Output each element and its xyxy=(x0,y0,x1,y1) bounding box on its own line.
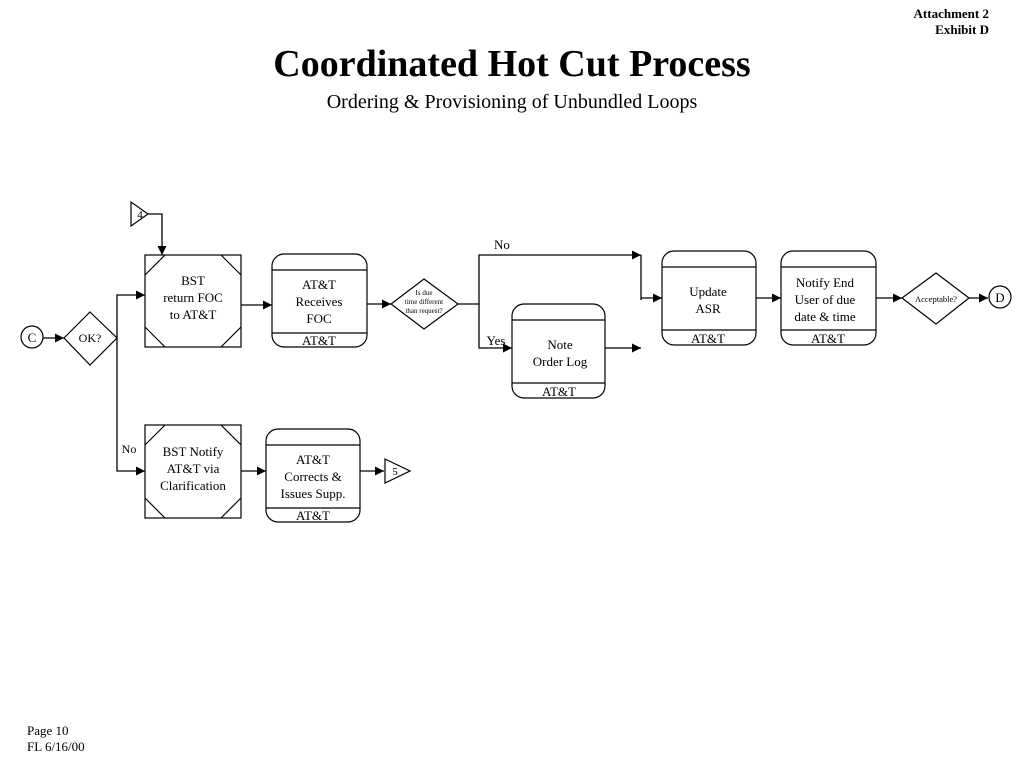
edge-no-path xyxy=(478,250,641,304)
bst-notify-line-3: Clarification xyxy=(160,478,226,493)
decision-due-line-1: Is due xyxy=(416,289,433,297)
offpage-connector-5: 5 xyxy=(384,458,412,484)
att-corrects-owner: AT&T xyxy=(296,508,330,523)
connector-d: D xyxy=(988,285,1012,309)
att-corrects-line-1: AT&T xyxy=(296,452,330,467)
att-receives-line-1: AT&T xyxy=(302,277,336,292)
update-asr-owner: AT&T xyxy=(691,331,725,346)
edge-4-to-bst xyxy=(148,213,167,255)
att-receives-owner: AT&T xyxy=(302,333,336,348)
decision-due-line-2: time different xyxy=(405,298,443,306)
edge-ok-branch xyxy=(116,290,145,338)
exhibit-label: Exhibit D xyxy=(935,22,989,37)
attachment-label: Attachment 2 Exhibit D xyxy=(914,6,989,38)
notify-end-line-3: date & time xyxy=(794,309,856,324)
edge-yes-path xyxy=(478,304,512,353)
footer-page-number: Page 10 xyxy=(27,723,69,738)
edge-ok-no-branch xyxy=(116,338,145,476)
att-receives-line-2: Receives xyxy=(296,294,343,309)
page-title: Coordinated Hot Cut Process xyxy=(273,43,751,85)
box-att-corrects: AT&T Corrects & Issues Supp. AT&T xyxy=(265,428,361,523)
bst-return-line-2: return FOC xyxy=(163,290,223,305)
offpage-connector-4: 4 xyxy=(130,200,150,228)
bst-return-line-1: BST xyxy=(181,273,205,288)
decision-acceptable: Acceptable? xyxy=(900,272,970,325)
bst-notify-line-1: BST Notify xyxy=(163,444,224,459)
box-notify-end-user: Notify End User of due date & time AT&T xyxy=(780,250,877,346)
label-no-left: No xyxy=(122,442,137,456)
note-order-line-2: Order Log xyxy=(533,354,588,369)
offpage-connector-5-label: 5 xyxy=(392,466,398,478)
att-corrects-line-2: Corrects & xyxy=(284,469,341,484)
page-footer: Page 10 FL 6/16/00 xyxy=(27,723,85,755)
page-subtitle: Ordering & Provisioning of Unbundled Loo… xyxy=(326,91,698,113)
notify-end-owner: AT&T xyxy=(811,331,845,346)
box-att-receives-foc: AT&T Receives FOC AT&T xyxy=(271,253,368,348)
box-bst-return-foc: BST return FOC to AT&T xyxy=(144,254,242,348)
notify-end-line-1: Notify End xyxy=(796,275,855,290)
note-order-owner: AT&T xyxy=(542,384,576,399)
bst-notify-line-2: AT&T via xyxy=(167,461,220,476)
label-yes: Yes xyxy=(487,333,506,348)
notify-end-line-2: User of due xyxy=(795,292,856,307)
box-update-asr: Update ASR AT&T xyxy=(661,250,757,346)
decision-acceptable-label: Acceptable? xyxy=(915,294,957,304)
connector-d-label: D xyxy=(995,290,1004,305)
att-receives-line-3: FOC xyxy=(306,311,331,326)
box-bst-notify: BST Notify AT&T via Clarification xyxy=(144,424,242,519)
connector-c-label: C xyxy=(28,330,37,345)
decision-due-time: Is due time different than request? xyxy=(390,278,460,330)
update-asr-line-2: ASR xyxy=(695,301,721,316)
bst-return-line-3: to AT&T xyxy=(170,307,217,322)
update-asr-line-1: Update xyxy=(689,284,727,299)
offpage-connector-4-label: 4 xyxy=(137,209,143,221)
label-no-top: No xyxy=(494,237,510,252)
decision-ok-label: OK? xyxy=(79,331,102,345)
attachment-number: Attachment 2 xyxy=(913,6,989,21)
decision-due-line-3: than request? xyxy=(405,307,442,315)
att-corrects-line-3: Issues Supp. xyxy=(280,486,345,501)
decision-ok: OK? xyxy=(63,311,118,366)
note-order-line-1: Note xyxy=(547,337,573,352)
box-note-order-log: Note Order Log AT&T xyxy=(511,303,606,399)
connector-c: C xyxy=(20,325,44,349)
footer-date: FL 6/16/00 xyxy=(27,739,85,754)
